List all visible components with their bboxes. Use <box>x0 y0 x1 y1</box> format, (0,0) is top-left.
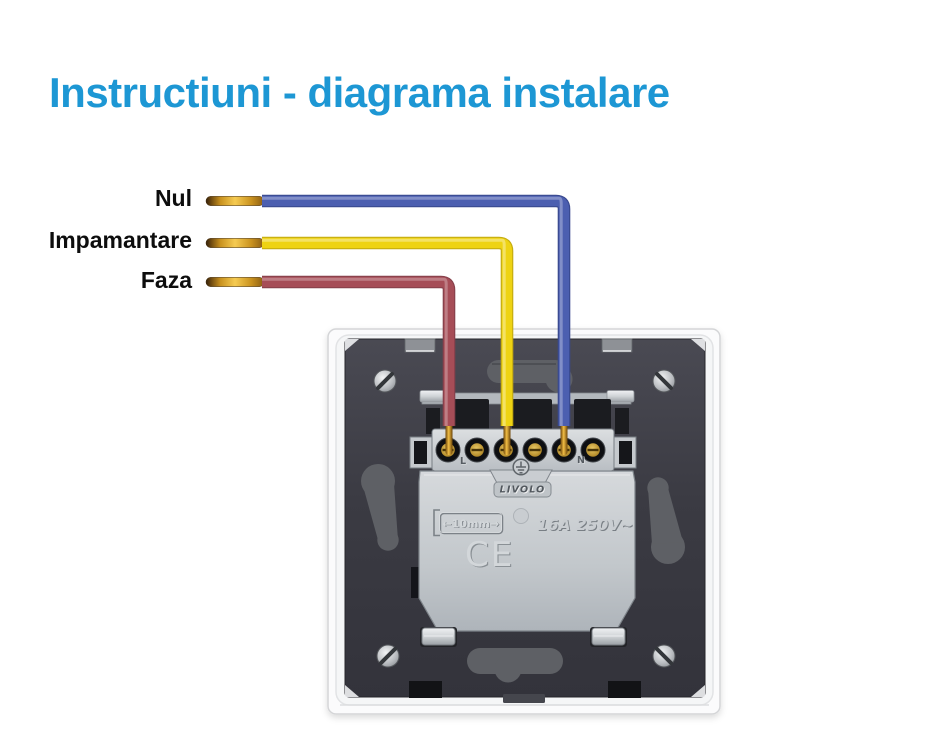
terminal-label-neutral: N <box>577 455 585 466</box>
top-clip-slot-right <box>601 338 633 353</box>
wing-slot-left <box>414 441 427 464</box>
copper-terminal-tip-impamantare <box>503 421 511 455</box>
wire-impamantare <box>262 236 514 426</box>
mounting-screw-bottom-right <box>652 644 676 668</box>
copper-terminal-tip-faza <box>445 421 453 455</box>
strip-length-text: ←10mm→ <box>442 517 499 530</box>
bottom-slot-left <box>409 681 442 698</box>
plate-corner-cut <box>345 339 359 351</box>
wires <box>205 194 571 455</box>
copper-tip-impamantare <box>205 238 265 248</box>
keyhole-bottom <box>467 648 563 683</box>
module-top-tabs <box>426 399 629 434</box>
ce-mark-shadow: CE <box>466 536 515 576</box>
wing-slot-right <box>619 441 632 464</box>
strip-gauge: ←10mm→ ←10mm→ <box>433 509 504 537</box>
earth-symbol-icon <box>512 458 530 476</box>
terminal-label-live: L <box>460 456 466 467</box>
retaining-clip-bottom-right <box>590 627 627 647</box>
terminal-label-neutral-emboss: N <box>578 456 586 467</box>
livolo-logo-emboss: LIVOLO <box>500 485 546 496</box>
livolo-logo: LIVOLO LIVOLO <box>493 481 552 498</box>
wire-label-faza: Faza <box>140 267 192 293</box>
top-clip-slot-left <box>404 338 436 353</box>
keyhole-left <box>361 464 399 551</box>
mounting-screw-top-left <box>373 369 397 393</box>
bottom-slot-right <box>608 681 641 698</box>
copper-tip-nul <box>205 196 265 206</box>
module-dimple <box>513 508 529 524</box>
keyhole-right <box>647 477 685 564</box>
wire-nul <box>262 194 571 426</box>
copper-terminal-tip-nul <box>560 421 568 455</box>
wire-label-nul: Nul <box>154 185 192 211</box>
plate-corner-cut <box>691 339 705 351</box>
terminal-hole-4 <box>522 437 548 463</box>
retaining-clip-top-right <box>606 390 635 403</box>
socket-mechanism: L L N N LIVOLO LIVOLO <box>409 390 637 647</box>
terminal-hole-6 <box>580 437 606 463</box>
copper-tip-faza <box>205 277 265 287</box>
retaining-clip-bottom-left <box>420 627 457 647</box>
mounting-screw-bottom-left <box>376 644 400 668</box>
bottom-center-tab <box>503 694 545 703</box>
terminal-label-live-emboss: L <box>461 457 467 468</box>
ce-mark: CE <box>465 535 514 575</box>
page-title: Instructiuni - diagrama instalare <box>49 69 670 116</box>
socket-rear-view: L L N N LIVOLO LIVOLO <box>327 328 721 715</box>
wire-label-impamantare: Impamantare <box>48 227 192 253</box>
plate-corner-cut <box>691 685 705 697</box>
livolo-logo-text: LIVOLO <box>500 485 546 496</box>
rating-text-shadow: 16A 250V~ <box>538 517 634 535</box>
wire-faza <box>262 275 456 426</box>
plate-corner-cut <box>345 685 359 697</box>
strip-length-shadow: ←10mm→ <box>443 518 500 531</box>
rating-text: 16A 250V~ <box>537 516 633 534</box>
mounting-screw-top-right <box>652 369 676 393</box>
terminal-hole-2 <box>464 437 490 463</box>
